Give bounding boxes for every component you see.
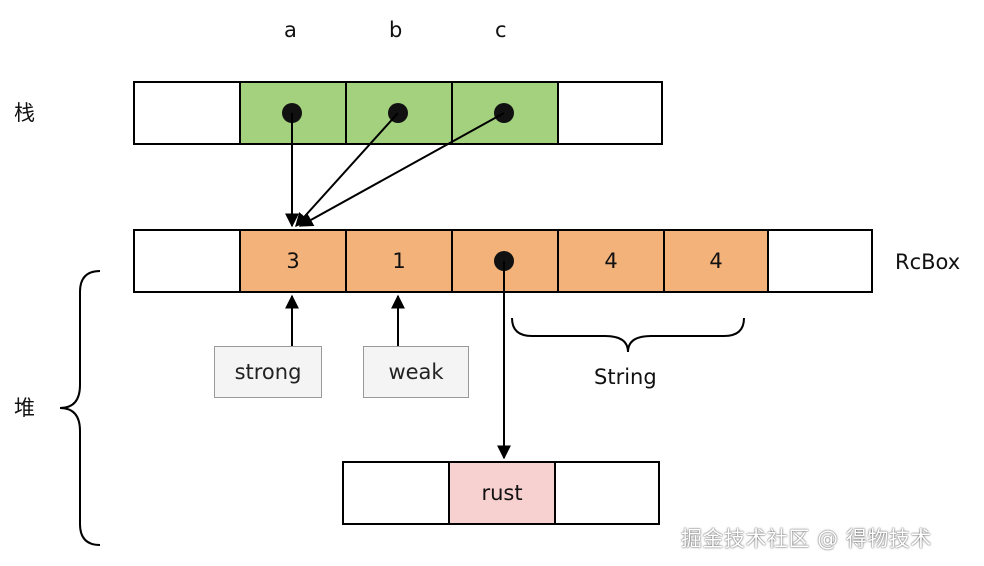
weak-tag: weak — [363, 346, 469, 398]
rcbox-label: RcBox — [895, 250, 961, 274]
stack-cell-empty-left — [133, 81, 241, 145]
string-cap-cell: 4 — [663, 229, 769, 293]
strong-count-cell: 3 — [239, 229, 347, 293]
watermark: 掘金技术社区 @ 得物技术 — [681, 527, 932, 551]
stack-cell-c — [451, 81, 559, 145]
heap-label: 堆 — [14, 396, 35, 420]
weak-count-cell: 1 — [345, 229, 453, 293]
var-label-b: b — [389, 18, 403, 42]
string-brace — [511, 317, 745, 353]
string-data-empty-right — [554, 461, 660, 525]
string-data-empty-left — [342, 461, 450, 525]
string-ptr-cell — [451, 229, 559, 293]
stack-label: 栈 — [14, 101, 35, 125]
rcbox-cell-empty-right — [767, 229, 873, 293]
stack-cell-b — [345, 81, 453, 145]
heap-brace — [59, 270, 101, 546]
var-label-a: a — [284, 18, 297, 42]
var-label-c: c — [495, 18, 507, 42]
string-data-cell: rust — [448, 461, 556, 525]
stack-cell-a — [239, 81, 347, 145]
strong-tag: strong — [214, 346, 322, 398]
stack-cell-empty-right — [557, 81, 663, 145]
string-len-cell: 4 — [557, 229, 665, 293]
string-label: String — [594, 365, 657, 389]
rcbox-cell-empty-left — [133, 229, 241, 293]
